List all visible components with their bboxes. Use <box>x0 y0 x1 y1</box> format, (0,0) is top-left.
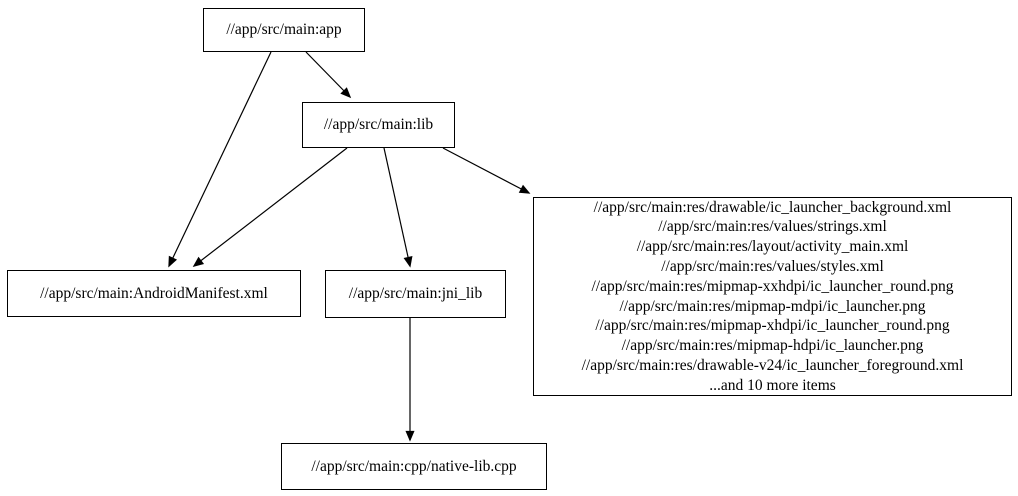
res-file-line: //app/src/main:res/mipmap-xxhdpi/ic_laun… <box>591 277 954 295</box>
node-res-files[interactable]: //app/src/main:res/drawable/ic_launcher_… <box>533 197 1012 396</box>
edge-lib-to-jni-lib <box>383 147 413 268</box>
edge-lib-to-res-files <box>442 147 531 194</box>
res-file-line: //app/src/main:res/mipmap-xhdpi/ic_launc… <box>595 317 950 335</box>
res-file-line: //app/src/main:res/layout/activity_main.… <box>636 238 909 256</box>
res-file-line: //app/src/main:res/values/strings.xml <box>658 218 887 236</box>
res-file-line: //app/src/main:res/values/styles.xml <box>661 257 884 275</box>
edge-app-to-android-manifest <box>168 51 272 268</box>
node-lib[interactable]: //app/src/main:lib <box>302 102 455 148</box>
node-android-manifest-label: //app/src/main:AndroidManifest.xml <box>40 284 268 302</box>
res-file-line: //app/src/main:res/drawable/ic_launcher_… <box>593 198 952 216</box>
node-native-lib-cpp[interactable]: //app/src/main:cpp/native-lib.cpp <box>281 443 547 490</box>
node-lib-label: //app/src/main:lib <box>323 116 434 134</box>
res-file-line: //app/src/main:res/mipmap-hdpi/ic_launch… <box>621 337 924 355</box>
node-jni-lib-label: //app/src/main:jni_lib <box>348 285 483 303</box>
res-file-line: //app/src/main:res/drawable-v24/ic_launc… <box>581 356 964 374</box>
node-jni-lib[interactable]: //app/src/main:jni_lib <box>325 270 506 318</box>
node-app-label: //app/src/main:app <box>226 21 342 39</box>
node-app[interactable]: //app/src/main:app <box>203 8 365 52</box>
res-file-line: //app/src/main:res/mipmap-mdpi/ic_launch… <box>619 297 926 315</box>
node-native-lib-cpp-label: //app/src/main:cpp/native-lib.cpp <box>311 457 517 475</box>
node-android-manifest[interactable]: //app/src/main:AndroidManifest.xml <box>7 270 301 317</box>
res-more-items-line: ...and 10 more items <box>709 376 836 394</box>
edge-lib-to-android-manifest <box>192 147 348 267</box>
edge-app-to-lib <box>305 51 352 99</box>
